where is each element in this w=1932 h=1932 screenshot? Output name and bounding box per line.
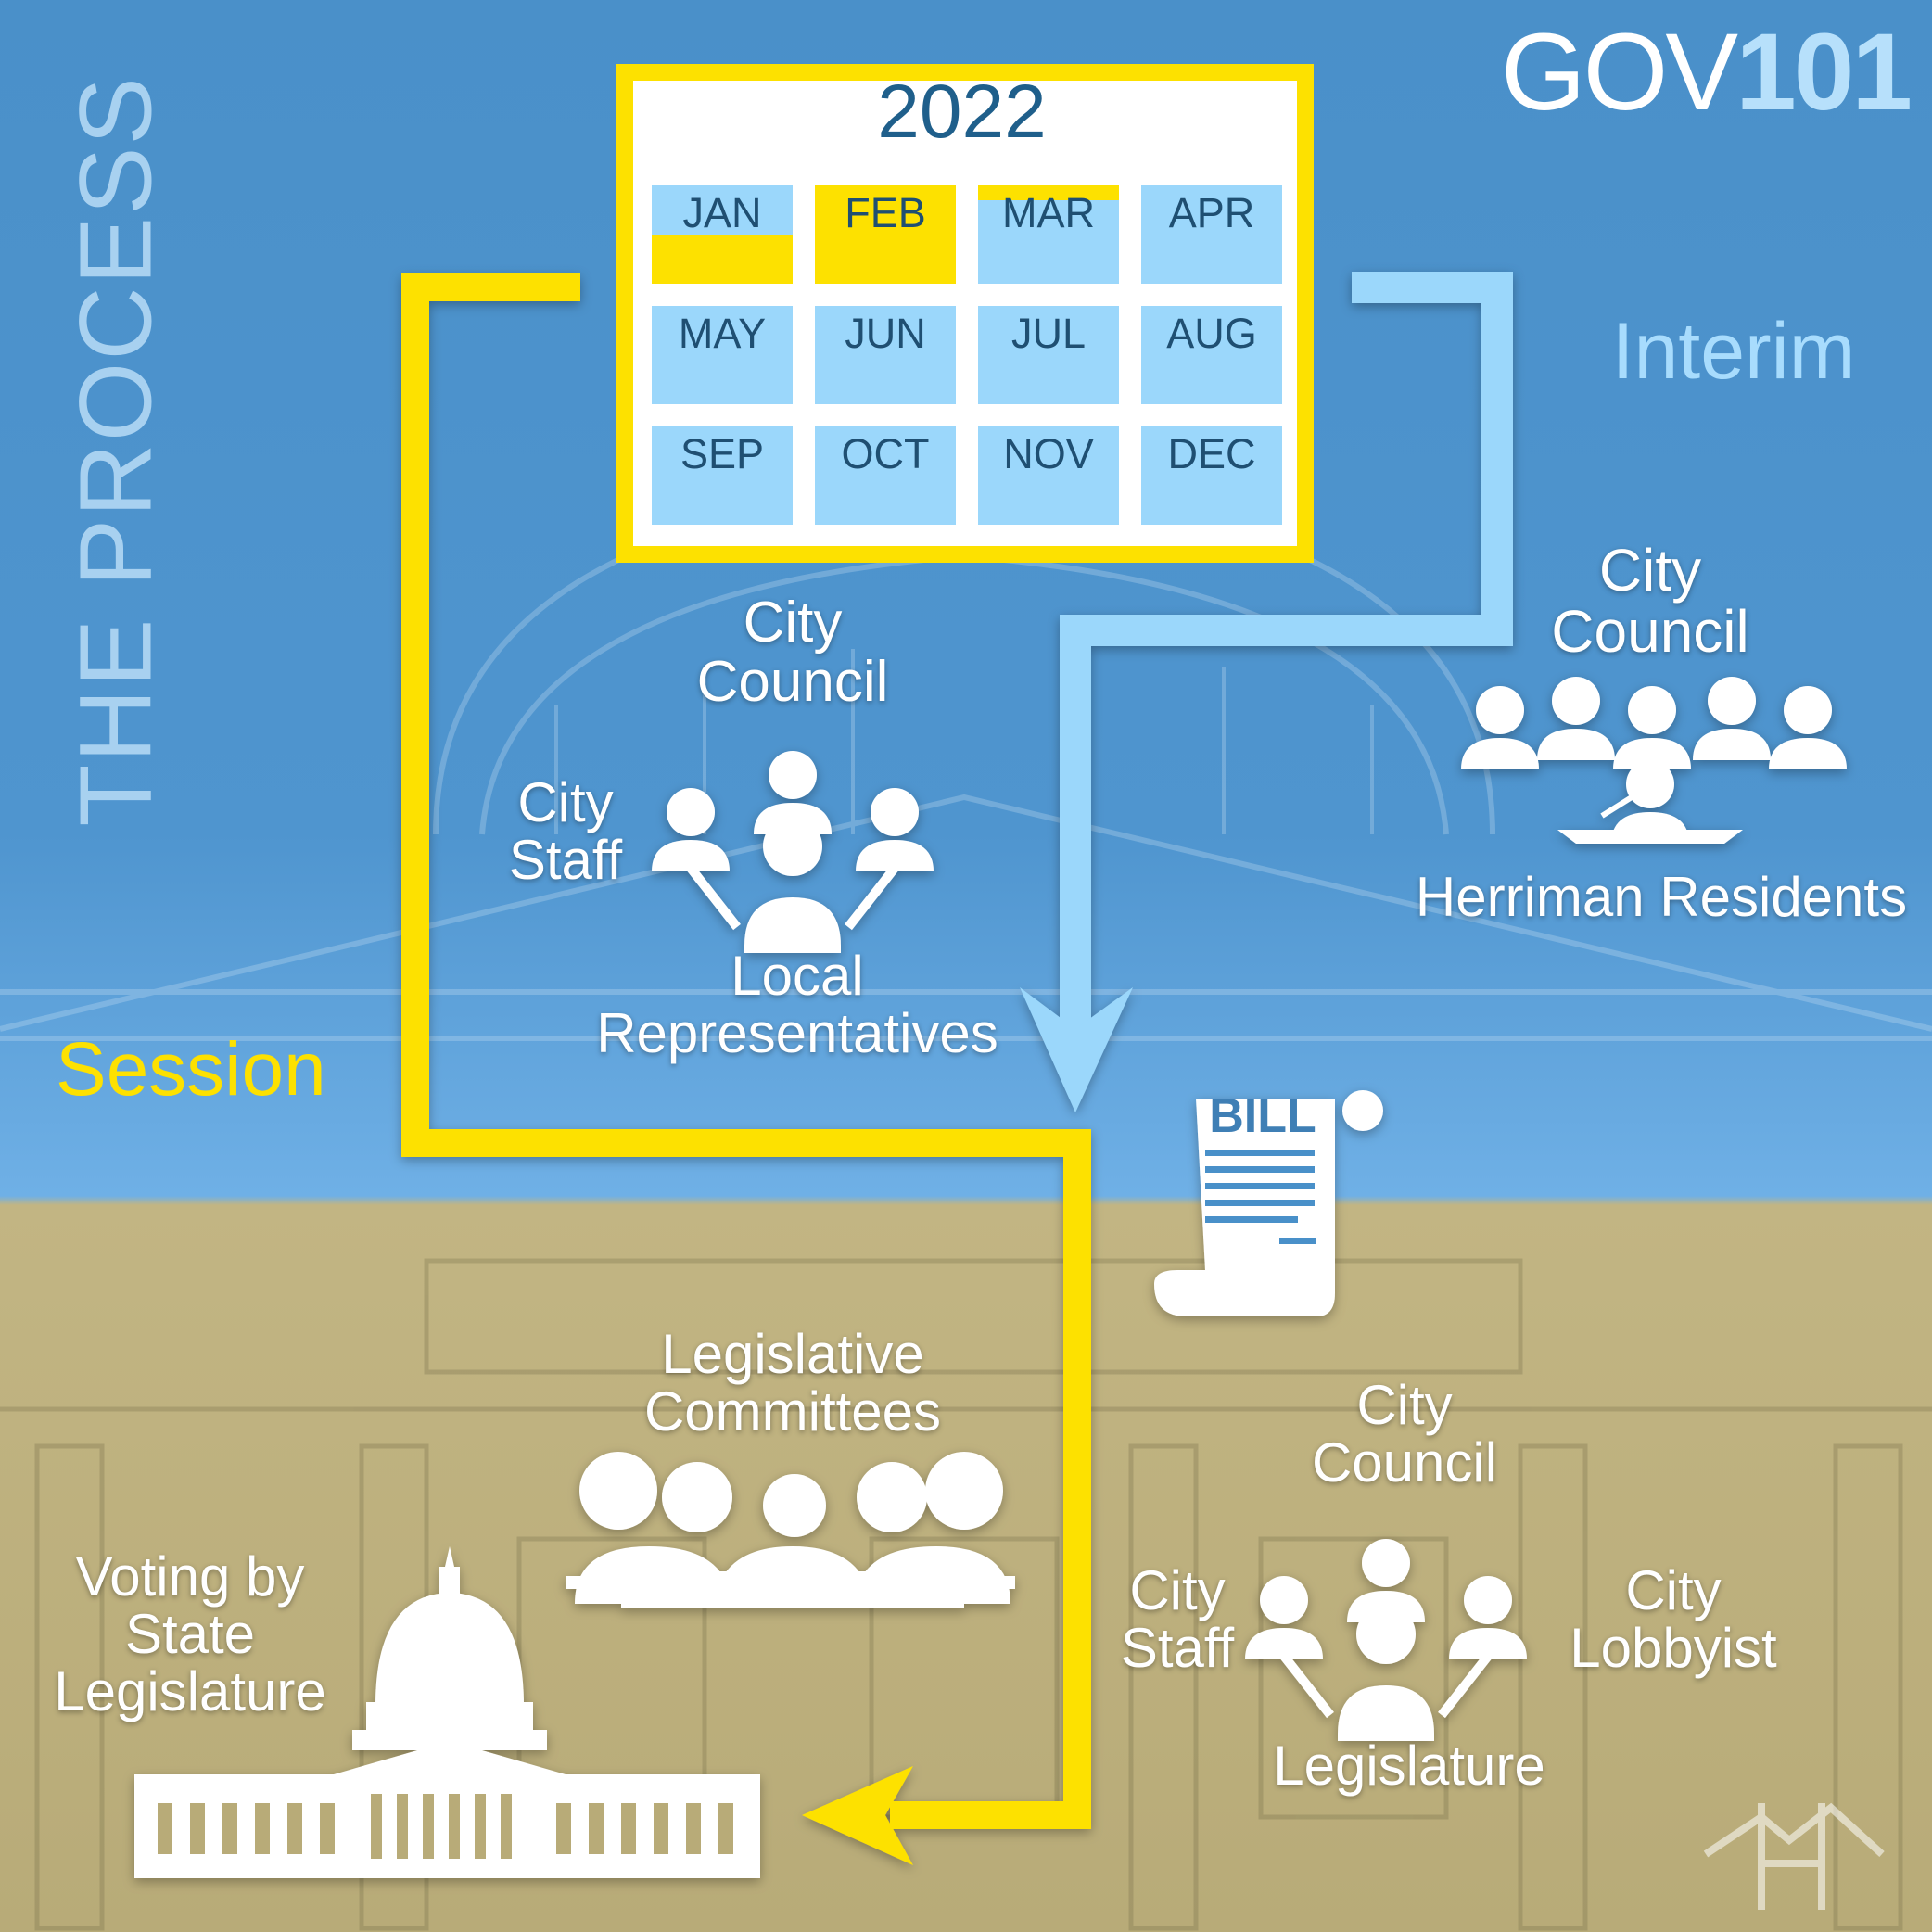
month-label: APR — [1168, 189, 1255, 236]
month-mar: MAR — [978, 185, 1119, 284]
interim-label: Interim — [1611, 307, 1856, 396]
month-may: MAY — [652, 306, 793, 404]
month-apr: APR — [1141, 185, 1282, 284]
local-representatives-label: Local Representatives — [596, 945, 998, 1064]
meeting-table-icon — [652, 751, 934, 953]
residents-crowd-icon — [1461, 677, 1847, 844]
month-label: JUN — [845, 310, 926, 357]
month-jan: JAN — [652, 185, 793, 284]
month-label: AUG — [1166, 310, 1257, 357]
city-lobbyist-label: City Lobbyist — [1570, 1559, 1777, 1679]
legislature-label: Legislature — [1273, 1735, 1545, 1797]
session-label: Session — [56, 1027, 326, 1112]
local-city-council-label: City Council — [696, 591, 889, 714]
capitol-building-icon — [134, 1546, 760, 1878]
bill-label: BILL — [1209, 1089, 1316, 1143]
calendar-year: 2022 — [877, 70, 1047, 154]
month-feb: FEB — [815, 185, 956, 284]
legislature-meeting-icon — [1245, 1539, 1527, 1741]
month-dec: DEC — [1141, 426, 1282, 525]
session-path — [401, 273, 1091, 1865]
session-fill — [652, 235, 793, 284]
session-fill — [815, 185, 956, 284]
building-facade-background — [0, 1258, 1932, 1931]
interim-city-council-label: City Council — [1551, 537, 1749, 665]
interim-path — [1020, 272, 1513, 1112]
capitol-dome-background — [0, 478, 1932, 1041]
month-label: SEP — [680, 430, 765, 477]
month-jul: JUL — [978, 306, 1119, 404]
month-oct: OCT — [815, 426, 956, 525]
month-label: JUL — [1010, 310, 1087, 357]
month-aug: AUG — [1141, 306, 1282, 404]
bill-scroll-icon — [1154, 1090, 1383, 1316]
voting-label: Voting by State Legislature — [54, 1545, 326, 1722]
month-label: MAR — [1002, 189, 1095, 236]
herriman-logo-icon — [1703, 1802, 1885, 1910]
month-label: MAY — [678, 310, 767, 357]
gov101-logo-bold: 101 — [1735, 11, 1913, 133]
gov101-logo-light: GOV — [1500, 11, 1738, 133]
month-label: DEC — [1167, 430, 1256, 477]
month-nov: NOV — [978, 426, 1119, 525]
local-city-staff-label: City Staff — [508, 771, 623, 891]
page-title: THE PROCESS — [58, 75, 173, 827]
month-jun: JUN — [815, 306, 956, 404]
month-label: OCT — [841, 430, 930, 477]
committee-panel-icon — [566, 1452, 1015, 1608]
month-label: JAN — [682, 189, 762, 236]
month-label: NOV — [1003, 430, 1094, 477]
gov101-logo: GOV101 — [1474, 16, 1913, 130]
herriman-residents-label: Herriman Residents — [1415, 866, 1908, 928]
month-sep: SEP — [652, 426, 793, 525]
lower-city-council-label: City Council — [1311, 1374, 1498, 1493]
month-label: FEB — [845, 189, 926, 236]
session-fill — [978, 185, 1119, 200]
legislative-committees-label: Legislative Committees — [643, 1323, 942, 1443]
lower-city-staff-label: City Staff — [1120, 1559, 1235, 1679]
